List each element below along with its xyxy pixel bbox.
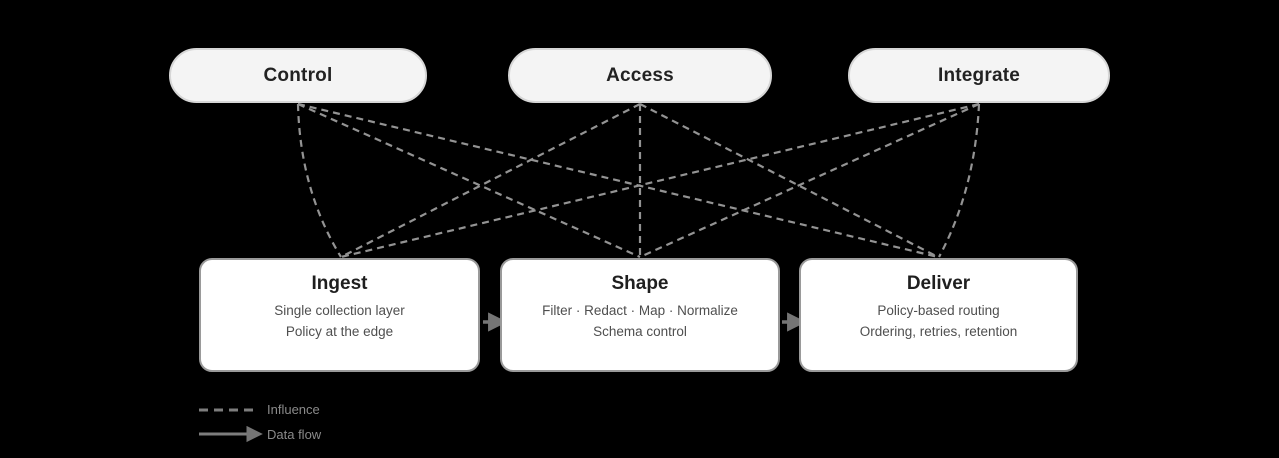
node-ingest: Ingest Single collection layer Policy at…	[199, 258, 480, 372]
node-deliver: Deliver Policy-based routing Ordering, r…	[799, 258, 1078, 372]
node-ingest-title: Ingest	[311, 273, 368, 294]
node-access: Access	[508, 48, 772, 103]
node-shape-subline: Filter · Redact · Map · Normalize	[542, 303, 738, 318]
influence-edge-integrate-to-deliver	[938, 103, 981, 258]
legend-data-flow-label: Data flow	[267, 427, 322, 442]
influence-edge-control-to-shape	[297, 102, 641, 259]
node-integrate: Integrate	[848, 48, 1110, 103]
influence-edge-access-to-deliver	[639, 103, 939, 258]
influence-edge-access-to-ingest	[340, 103, 641, 258]
node-ingest-subline: Single collection layer	[274, 303, 405, 318]
node-shape: Shape Filter · Redact · Map · Normalize …	[500, 258, 780, 372]
influence-edge-control-to-deliver	[297, 102, 939, 259]
influence-edge-control-to-ingest	[296, 103, 342, 258]
node-deliver-subline: Policy-based routing	[877, 303, 1000, 318]
node-shape-title: Shape	[611, 273, 669, 294]
node-deliver-subline: Ordering, retries, retention	[859, 324, 1018, 339]
legend-influence-label: Influence	[267, 402, 320, 417]
node-ingest-subline: Policy at the edge	[285, 324, 394, 339]
node-shape-subline: Schema control	[593, 324, 687, 339]
influence-edge-integrate-to-shape	[639, 102, 980, 259]
node-control: Control	[169, 48, 427, 103]
influence-edge-integrate-to-ingest	[340, 102, 980, 259]
node-deliver-title: Deliver	[906, 273, 971, 294]
